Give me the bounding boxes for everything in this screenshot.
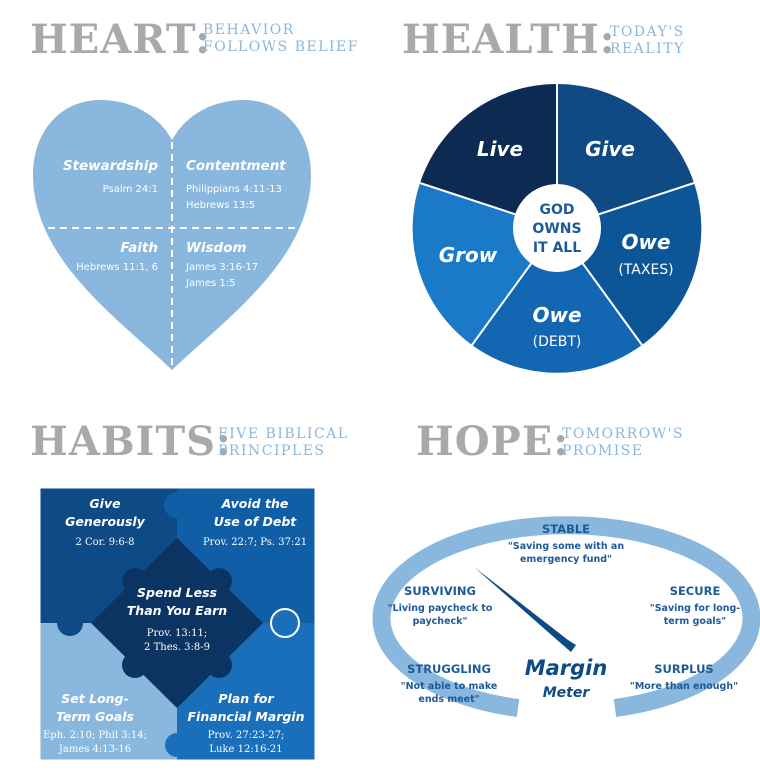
habit-goals-ref-1: Eph. 2:10; Phil 3:14; <box>43 730 147 741</box>
level-secure-name: SECURE <box>670 584 721 598</box>
heart-contentment-ref-2: Hebrews 13:5 <box>186 200 255 211</box>
hope-subtitle-1: TOMORROW'S <box>562 426 685 442</box>
heart-subtitle-1: BEHAVIOR <box>203 22 295 38</box>
habits-title: HABITS: <box>30 418 232 465</box>
health-live-label: Live <box>477 137 523 161</box>
level-struggling-quote-1: "Not able to make <box>401 681 498 692</box>
level-stable-quote-2: emergency fund" <box>520 554 612 565</box>
habit-give-ref: 2 Cor. 9:6-8 <box>75 537 134 548</box>
habits-subtitle-2: PRINCIPLES <box>218 443 326 459</box>
meter-ring <box>372 516 760 717</box>
health-owe-taxes-sub: (TAXES) <box>618 262 673 278</box>
habit-give-line-2: Generously <box>65 514 145 529</box>
habit-spend-line-1: Spend Less <box>137 585 217 600</box>
health-subtitle-1: TODAY'S <box>610 24 685 40</box>
puzzle-knob-top <box>164 492 190 518</box>
level-struggling-quote-2: ends meet" <box>418 694 479 705</box>
heart-shape <box>33 100 311 370</box>
habits-subtitle-1: FIVE BIBLICAL <box>218 426 349 442</box>
heart-subtitle-2: FOLLOWS BELIEF <box>203 39 359 55</box>
puzzle-knob-right <box>270 608 300 638</box>
heart-stewardship-ref: Psalm 24:1 <box>103 184 158 195</box>
health-segment-give <box>557 83 694 228</box>
habit-margin-line-2: Financial Margin <box>188 709 305 724</box>
habit-margin-line-1: Plan for <box>218 691 274 706</box>
level-stable-quote-1: "Saving some with an <box>508 541 624 552</box>
health-give-label: Give <box>585 137 635 161</box>
hope-margin-meter: Margin Meter STABLE "Saving some with an… <box>372 516 760 717</box>
habit-margin-ref-1: Prov. 27:23-27; <box>208 730 285 741</box>
heart-wisdom-label: Wisdom <box>186 240 247 256</box>
heart-title: HEART: <box>30 16 211 63</box>
health-segment-live <box>420 83 557 228</box>
heart-stewardship-label: Stewardship <box>63 158 159 174</box>
meter-label-margin: Margin <box>525 656 608 680</box>
puzzle-knob-bottom <box>165 733 189 757</box>
health-subtitle-2: REALITY <box>610 41 685 57</box>
puzzle-knob-left <box>57 610 83 636</box>
habit-spend-ref-1: Prov. 13:11; <box>147 628 208 639</box>
health-center-line-3: IT ALL <box>533 240 581 256</box>
level-surviving-quote-2: paycheck" <box>413 616 468 627</box>
health-owe-taxes-label: Owe <box>621 230 670 254</box>
health-center-line-1: GOD <box>539 202 574 218</box>
habit-spend-line-2: Than You Earn <box>127 603 228 618</box>
habit-spend-ref-2: 2 Thes. 3:8-9 <box>144 642 210 653</box>
meter-needle <box>474 567 576 652</box>
health-center-circle <box>513 184 601 272</box>
level-surplus-name: SURPLUS <box>654 662 713 676</box>
health-owe-debt-label: Owe <box>532 303 581 327</box>
level-surplus-quote-1: "More than enough" <box>630 681 738 692</box>
heart-faith-label: Faith <box>121 240 158 256</box>
meter-label-meter: Meter <box>543 685 591 701</box>
puzzle-frame <box>39 487 316 761</box>
level-surviving-quote-1: "Living paycheck to <box>388 603 493 614</box>
level-secure-quote-2: term goals" <box>664 616 727 627</box>
habit-margin-ref-2: Luke 12:16-21 <box>209 744 282 755</box>
habit-give-line-1: Give <box>89 496 120 511</box>
level-secure-quote-1: "Saving for long- <box>650 603 741 614</box>
hope-title: HOPE: <box>416 418 569 465</box>
health-owe-debt-sub: (DEBT) <box>533 334 582 350</box>
health-title: HEALTH: <box>402 16 616 63</box>
habit-debt-line-1: Avoid the <box>221 496 289 511</box>
heart-wisdom-ref-1: James 3:16-17 <box>185 262 258 273</box>
health-segment-owe-debt <box>472 228 642 373</box>
health-pie: GOD OWNS IT ALL Live Give Owe (TAXES) Ow… <box>412 83 702 373</box>
health-grow-label: Grow <box>439 243 498 267</box>
habits-puzzle: Give Generously 2 Cor. 9:6-8 Avoid the U… <box>39 487 316 761</box>
hope-subtitle-2: PROMISE <box>562 443 644 459</box>
heart-contentment-ref-1: Philippians 4:11-13 <box>186 184 282 195</box>
health-center-line-2: OWNS <box>532 221 581 237</box>
habit-debt-line-2: Use of Debt <box>214 514 298 529</box>
habit-goals-line-1: Set Long- <box>61 691 128 706</box>
habit-goals-ref-2: James 4:13-16 <box>58 744 131 755</box>
level-stable-name: STABLE <box>542 522 590 536</box>
habit-debt-ref: Prov. 22:7; Ps. 37:21 <box>203 537 307 548</box>
heart-faith-ref: Hebrews 11:1, 6 <box>76 262 158 273</box>
heart-wisdom-ref-2: James 1:5 <box>185 278 235 289</box>
heart-diagram: Stewardship Psalm 24:1 Contentment Phili… <box>33 100 311 370</box>
level-struggling-name: STRUGGLING <box>407 662 491 676</box>
heart-contentment-label: Contentment <box>186 158 286 174</box>
puzzle-piece-spend-less <box>91 538 263 708</box>
habit-goals-line-2: Term Goals <box>56 709 134 724</box>
level-surviving-name: SURVIVING <box>404 584 476 598</box>
